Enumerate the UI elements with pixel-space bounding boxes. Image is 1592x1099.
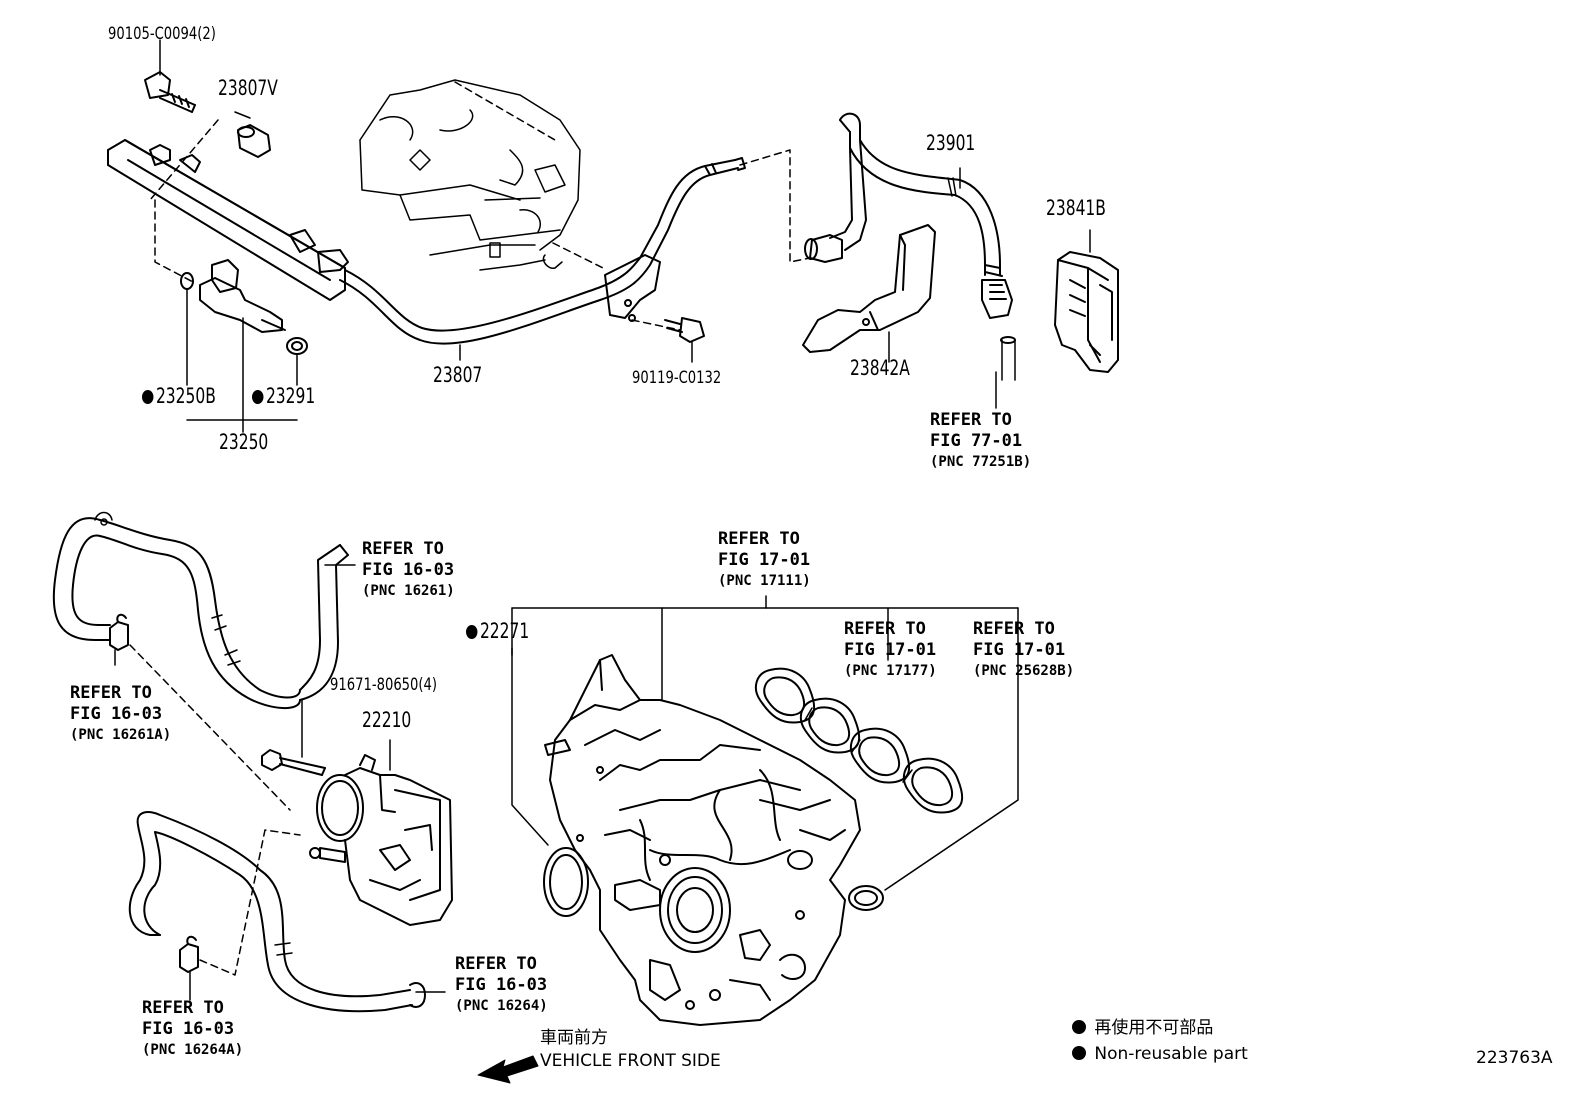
non-reusable-marker xyxy=(142,390,154,404)
seal-23291 xyxy=(286,337,308,355)
bolt-90105 xyxy=(144,39,196,113)
bolt-91671 xyxy=(261,749,326,776)
part-number-22271: 22271 xyxy=(466,621,529,642)
ref-bracket-17-01 xyxy=(511,595,1019,891)
legend-dot xyxy=(1072,1020,1086,1034)
pipe-bracket xyxy=(604,254,661,322)
coolant-hose-upper xyxy=(52,511,349,710)
part-number-23841b: 23841B xyxy=(1046,196,1106,220)
part-number-90105-c0094: 90105-C0094(2) xyxy=(108,24,216,44)
throttle-body xyxy=(309,754,453,926)
fuel-injector xyxy=(199,259,286,333)
coolant-hose-lower xyxy=(128,811,446,1013)
legend-dot xyxy=(1072,1046,1086,1060)
dashed-leader-engine xyxy=(454,81,556,141)
part-number-23291: 23291 xyxy=(252,386,315,407)
part-number-22210: 22210 xyxy=(362,708,412,732)
part-number-23842a: 23842A xyxy=(850,356,910,380)
engine-block-outline xyxy=(359,79,581,271)
legend-non-reusable-jp: 再使用不可部品 xyxy=(1072,1020,1213,1037)
collar-23807v xyxy=(237,124,271,158)
part-number-91671-80650: 91671-80650(4) xyxy=(330,675,438,695)
vehicle-front-label: VEHICLE FRONT SIDE xyxy=(540,1051,721,1071)
vent-hose-23901 xyxy=(804,112,1013,319)
bracket-23842a xyxy=(802,224,936,353)
part-number-23250b: 23250B xyxy=(142,386,216,407)
gasket-22271 xyxy=(543,847,589,917)
gasket-17177 xyxy=(754,667,964,814)
hose-clip-upper xyxy=(109,613,129,651)
hose-clip-lower xyxy=(179,935,199,973)
part-number-90119-c0132: 90119-C0132 xyxy=(632,368,722,388)
non-reusable-marker xyxy=(252,390,264,404)
front-arrow xyxy=(477,1055,539,1084)
intake-manifold xyxy=(544,654,861,1026)
fuel-pipe-23807 xyxy=(339,157,746,345)
pipe-ref-77-01 xyxy=(1000,336,1016,381)
part-number-23250: 23250 xyxy=(219,430,269,454)
legend-non-reusable: Non-reusable part xyxy=(1072,1046,1248,1063)
diagram-id: 223763A xyxy=(1476,1048,1553,1068)
vehicle-front-label-jp: 車両前方 xyxy=(540,1028,608,1048)
part-number-23901: 23901 xyxy=(926,131,976,155)
bolt-90119 xyxy=(664,317,705,363)
part-number-23807: 23807 xyxy=(433,363,483,387)
non-reusable-marker xyxy=(466,625,478,639)
canister-23841b xyxy=(1054,251,1119,373)
part-number-23807v: 23807V xyxy=(218,76,278,100)
gasket-25628b xyxy=(848,885,884,911)
fuel-rail xyxy=(107,139,349,301)
